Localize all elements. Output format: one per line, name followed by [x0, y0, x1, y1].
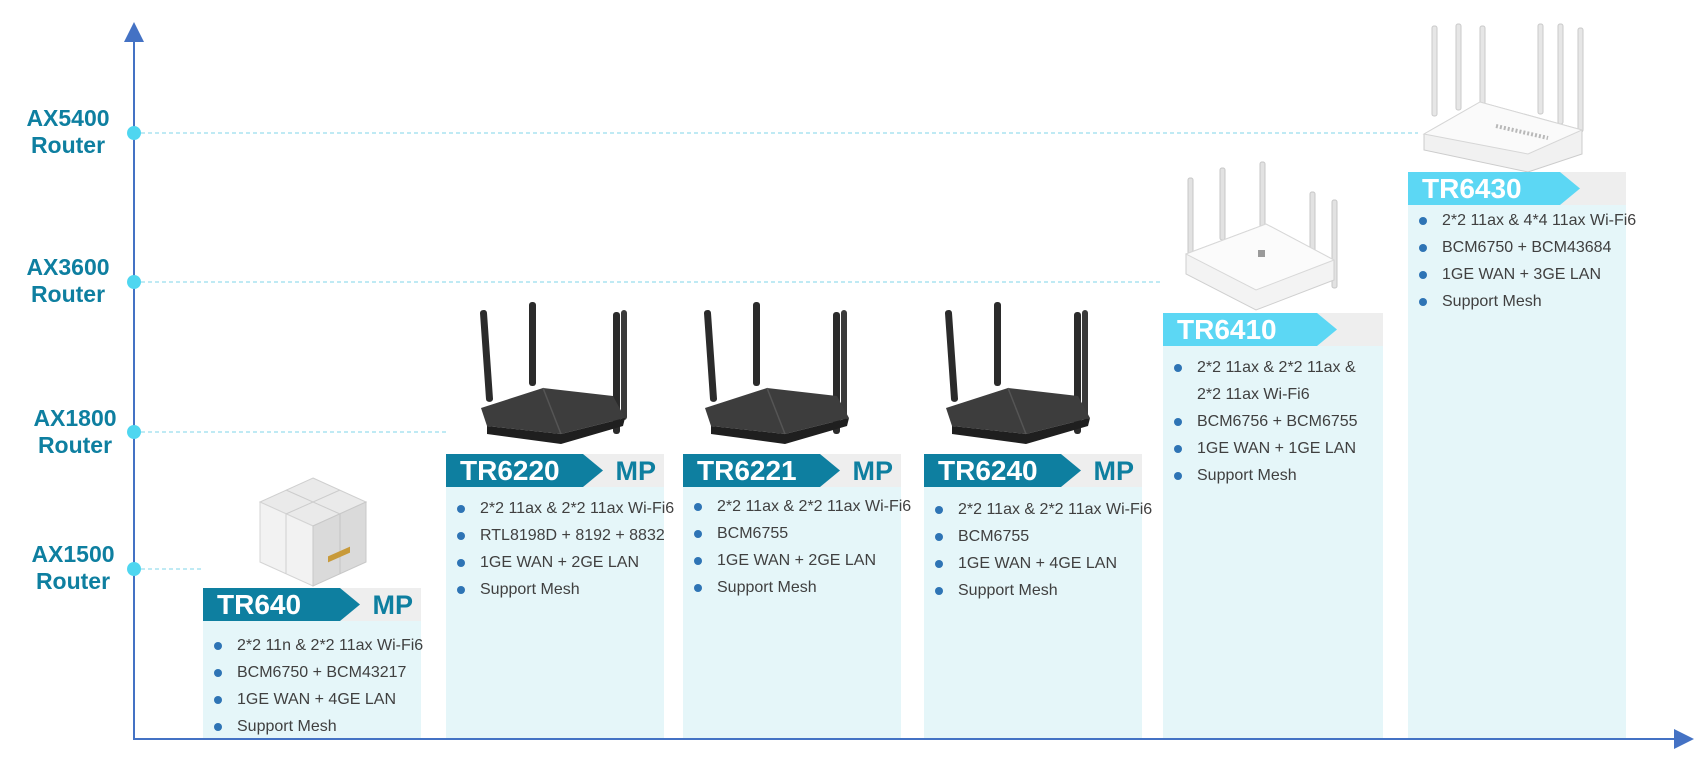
- tier-sub: Router: [30, 132, 106, 158]
- card-background: [1163, 346, 1383, 738]
- tier-sub: Router: [30, 281, 106, 307]
- mesh-cube-icon: [258, 477, 368, 587]
- feature-item: Support Mesh: [203, 713, 421, 740]
- model-name: TR6430: [1422, 173, 1522, 204]
- feature-item-continued: 2*2 11ax Wi-Fi6: [1197, 386, 1310, 403]
- model-name: TR6220: [460, 455, 560, 486]
- black-router-icon: [480, 302, 627, 444]
- tier-name: AX5400: [26, 105, 110, 131]
- model-badge: TR6240: [924, 454, 1081, 487]
- feature-item: Support Mesh: [683, 574, 901, 601]
- model-badge: TR640: [203, 588, 360, 621]
- product-card-tr6221: TR6221 MP 2*2 11ax & 2*2 11ax Wi-Fi6 BCM…: [683, 454, 911, 738]
- feature-item: RTL8198D + 8192 + 8832: [446, 522, 665, 549]
- feature-list: 2*2 11ax & 2*2 11ax & 2*2 11ax Wi-Fi6 BC…: [1163, 354, 1383, 489]
- feature-item: 1GE WAN + 2GE LAN: [683, 547, 901, 574]
- card-background: [203, 621, 421, 738]
- tier-dot-ax5400: [127, 126, 141, 140]
- feature-item: 2*2 11ax & 2*2 11ax Wi-Fi6: [683, 493, 911, 520]
- mp-badge: MP: [1093, 456, 1135, 486]
- tier-sub: Router: [35, 568, 111, 594]
- feature-list: 2*2 11ax & 4*4 11ax Wi-Fi6 BCM6750 + BCM…: [1408, 207, 1636, 315]
- card-background: [924, 487, 1142, 738]
- tier-name: AX3600: [26, 254, 110, 280]
- mp-badge: MP: [372, 590, 414, 620]
- feature-item: BCM6756 + BCM6755: [1163, 408, 1383, 435]
- feature-list: 2*2 11n & 2*2 11ax Wi-Fi6 BCM6750 + BCM4…: [203, 632, 423, 740]
- feature-item: 2*2 11n & 2*2 11ax Wi-Fi6: [203, 632, 423, 659]
- feature-item: BCM6755: [683, 520, 901, 547]
- model-name: TR640: [217, 589, 302, 620]
- feature-item: 1GE WAN + 2GE LAN: [446, 549, 664, 576]
- tier-label-ax3600: AX3600 Router: [8, 254, 128, 308]
- tier-dot-ax1500: [127, 562, 141, 576]
- model-badge: TR6220: [446, 454, 603, 487]
- model-badge: TR6410: [1163, 313, 1337, 346]
- tier-sub: Router: [37, 432, 113, 458]
- card-background: [1408, 205, 1626, 738]
- feature-item: BCM6750 + BCM43684: [1408, 234, 1626, 261]
- feature-item: 1GE WAN + 4GE LAN: [924, 550, 1142, 577]
- feature-list: 2*2 11ax & 2*2 11ax Wi-Fi6 RTL8198D + 81…: [446, 495, 674, 603]
- product-card-tr6240: TR6240 MP 2*2 11ax & 2*2 11ax Wi-Fi6 BCM…: [924, 454, 1152, 738]
- product-card-tr6410: TR6410 2*2 11ax & 2*2 11ax & 2*2 11ax Wi…: [1163, 313, 1383, 738]
- black-router-icon: [945, 302, 1090, 444]
- card-background: [446, 487, 664, 738]
- card-background: [683, 487, 901, 738]
- model-name: TR6410: [1177, 314, 1277, 345]
- white-router-icon: [1184, 161, 1338, 311]
- feature-item: 1GE WAN + 4GE LAN: [203, 686, 421, 713]
- feature-list: 2*2 11ax & 2*2 11ax Wi-Fi6 BCM6755 1GE W…: [924, 496, 1152, 604]
- feature-item: BCM6750 + BCM43217: [203, 659, 421, 686]
- tier-dot-ax1800: [127, 425, 141, 439]
- black-router-icon: [704, 302, 849, 444]
- tier-label-ax1500: AX1500 Router: [13, 541, 133, 595]
- model-name: TR6240: [938, 455, 1038, 486]
- white-router-large-icon: [1422, 23, 1584, 172]
- feature-item: 2*2 11ax & 2*2 11ax Wi-Fi6: [924, 496, 1152, 523]
- feature-item: 1GE WAN + 1GE LAN: [1163, 435, 1383, 462]
- feature-item: 2*2 11ax & 2*2 11ax &: [1163, 354, 1383, 381]
- tier-dot-ax3600: [127, 275, 141, 289]
- feature-item: Support Mesh: [924, 577, 1142, 604]
- feature-item: Support Mesh: [1163, 462, 1383, 489]
- mp-badge: MP: [852, 456, 894, 486]
- feature-item: 1GE WAN + 3GE LAN: [1408, 261, 1626, 288]
- feature-item: Support Mesh: [1408, 288, 1626, 315]
- tier-label-ax5400: AX5400 Router: [8, 105, 128, 159]
- mp-badge: MP: [615, 456, 657, 486]
- tier-name: AX1500: [31, 541, 115, 567]
- product-card-tr6220: TR6220 MP 2*2 11ax & 2*2 11ax Wi-Fi6 RTL…: [446, 454, 674, 738]
- feature-item: Support Mesh: [446, 576, 664, 603]
- model-badge: TR6221: [683, 454, 840, 487]
- feature-list: 2*2 11ax & 2*2 11ax Wi-Fi6 BCM6755 1GE W…: [683, 493, 911, 601]
- model-badge: TR6430: [1408, 172, 1580, 205]
- tier-label-ax1800: AX1800 Router: [15, 405, 135, 459]
- feature-item: 2*2 11ax & 2*2 11ax Wi-Fi6: [446, 495, 674, 522]
- product-card-tr640: TR640 MP 2*2 11n & 2*2 11ax Wi-Fi6 BCM67…: [203, 588, 423, 740]
- feature-item: BCM6755: [924, 523, 1142, 550]
- feature-item: 2*2 11ax & 4*4 11ax Wi-Fi6: [1408, 207, 1636, 234]
- product-card-tr6430: TR6430 2*2 11ax & 4*4 11ax Wi-Fi6 BCM675…: [1408, 172, 1636, 738]
- tier-name: AX1800: [33, 405, 117, 431]
- model-name: TR6221: [697, 455, 797, 486]
